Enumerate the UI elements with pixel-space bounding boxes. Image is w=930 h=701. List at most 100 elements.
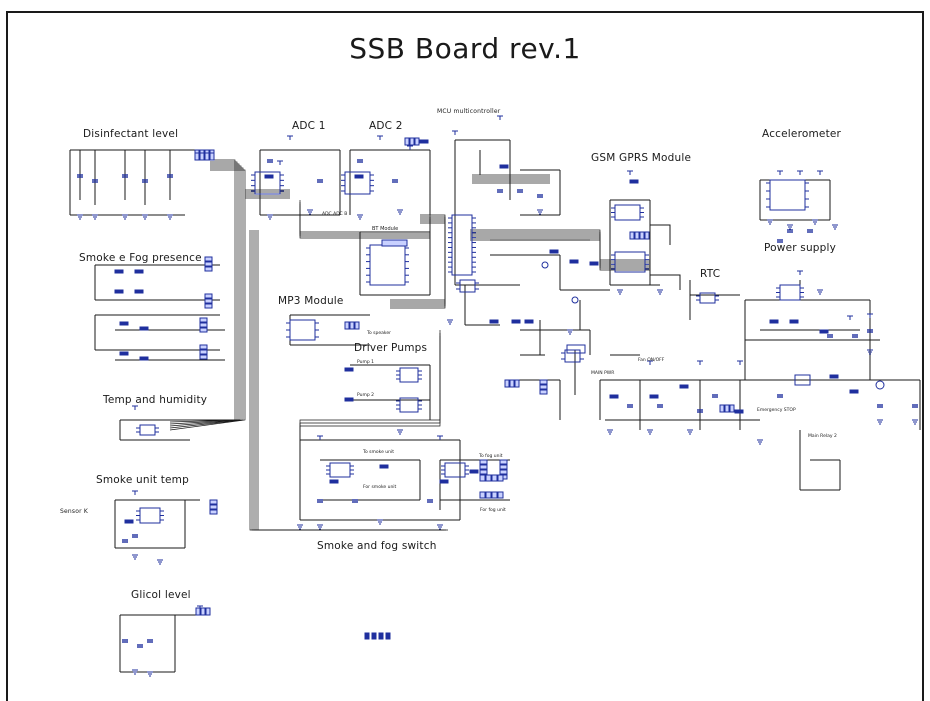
- connector-pin: [204, 303, 213, 309]
- power-symbol: [407, 145, 413, 150]
- resistor: [134, 269, 144, 274]
- wire: [599, 379, 921, 430]
- resistor: [789, 319, 799, 324]
- resistor: [379, 464, 389, 469]
- ground-symbol: [817, 289, 823, 295]
- ic-chip: [139, 424, 156, 436]
- connector-pin: [344, 321, 350, 330]
- ground-symbol: [77, 214, 83, 220]
- connector-pin: [639, 231, 645, 240]
- bus-line: [169, 169, 246, 431]
- resistor: [139, 356, 149, 361]
- ground-symbol: [757, 439, 763, 445]
- resistor: [264, 174, 274, 179]
- resistor: [829, 374, 839, 379]
- connector-pin: [199, 354, 208, 360]
- connector-pin: [629, 231, 635, 240]
- resistor: [849, 389, 859, 394]
- wire: [609, 199, 660, 286]
- ground-symbol: [397, 429, 403, 435]
- accelerometer-label: Accelerometer: [762, 128, 842, 140]
- ic-chip: [369, 244, 406, 286]
- to-speaker-label: To speaker: [367, 331, 391, 336]
- bus-line: [299, 330, 441, 510]
- power-symbol: [132, 490, 138, 495]
- resistor: [489, 319, 499, 324]
- wire: [119, 614, 200, 673]
- connector-pin: [729, 404, 735, 413]
- resistor: [119, 351, 129, 356]
- resistor: [679, 384, 689, 389]
- wire: [94, 264, 220, 301]
- connector-pin: [199, 349, 208, 355]
- ic-chip: [329, 462, 351, 478]
- temp-humidity-label: Temp and humidity: [103, 394, 208, 406]
- power-symbol: [737, 360, 743, 365]
- resistor: [511, 319, 521, 324]
- connector-pin: [205, 607, 211, 616]
- ground-symbol: [832, 224, 838, 230]
- relay: [566, 344, 586, 354]
- connector-pin: [199, 344, 208, 350]
- ground-symbol: [297, 524, 303, 530]
- glicol-level-label: Glicol level: [131, 589, 191, 601]
- wire: [69, 149, 210, 216]
- ground-symbol: [267, 214, 273, 220]
- connector-pin: [204, 266, 213, 272]
- ic-chip: [769, 179, 806, 211]
- bus-line: [169, 167, 244, 429]
- bus-line: [169, 161, 238, 423]
- resistor: [569, 259, 579, 264]
- wire: [259, 149, 341, 216]
- connector-pin: [199, 152, 205, 161]
- to-smoke-unit-label: To smoke unit: [363, 450, 395, 455]
- led: [571, 296, 579, 304]
- connector-pin: [204, 298, 213, 304]
- ic-chip: [614, 204, 641, 221]
- power-symbol: [317, 435, 323, 440]
- ground-symbol: [607, 429, 613, 435]
- bt-module-label: BT Module: [372, 226, 399, 232]
- relay: [794, 374, 811, 386]
- driver-pumps-label: Driver Pumps: [354, 342, 428, 354]
- mp3-module-label: MP3 Module: [278, 295, 344, 307]
- emergency-stop-label: Emergency STOP: [757, 408, 796, 413]
- schematic-canvas: [69, 115, 921, 677]
- bus-line: [299, 336, 441, 516]
- power-symbol: [797, 270, 803, 275]
- resistor: [439, 479, 449, 484]
- connector-pin: [644, 231, 650, 240]
- ground-symbol: [617, 289, 623, 295]
- ground-symbol: [132, 669, 138, 675]
- power-symbol: [452, 130, 458, 135]
- resistor: [734, 409, 744, 414]
- wire: [799, 430, 841, 491]
- ic-chip: [459, 279, 476, 293]
- power-symbol: [277, 160, 283, 165]
- ground-symbol: [567, 329, 573, 335]
- resistor: [649, 394, 659, 399]
- resistor: [124, 519, 134, 524]
- connector-pin: [479, 474, 486, 482]
- connector-pin: [724, 404, 730, 413]
- connector-pin: [204, 256, 213, 262]
- connector-pin: [200, 607, 206, 616]
- ic-chip: [451, 214, 473, 276]
- resistor: [469, 469, 479, 474]
- test-point: [364, 632, 370, 640]
- resistor: [629, 179, 639, 184]
- connector-pin: [199, 327, 208, 333]
- bt-header: [381, 239, 408, 247]
- adc1-label: ADC 1: [292, 120, 326, 132]
- test-point: [378, 632, 384, 640]
- resistor: [344, 367, 354, 372]
- bus-line: [169, 163, 240, 425]
- bus-line: [170, 159, 236, 421]
- bus-line: [251, 230, 442, 531]
- ground-symbol: [867, 349, 873, 355]
- ground-symbol: [357, 214, 363, 220]
- smoke-unit-temp-label: Smoke unit temp: [96, 474, 189, 486]
- ground-symbol: [912, 419, 918, 425]
- wire: [439, 459, 510, 510]
- wire: [115, 329, 225, 361]
